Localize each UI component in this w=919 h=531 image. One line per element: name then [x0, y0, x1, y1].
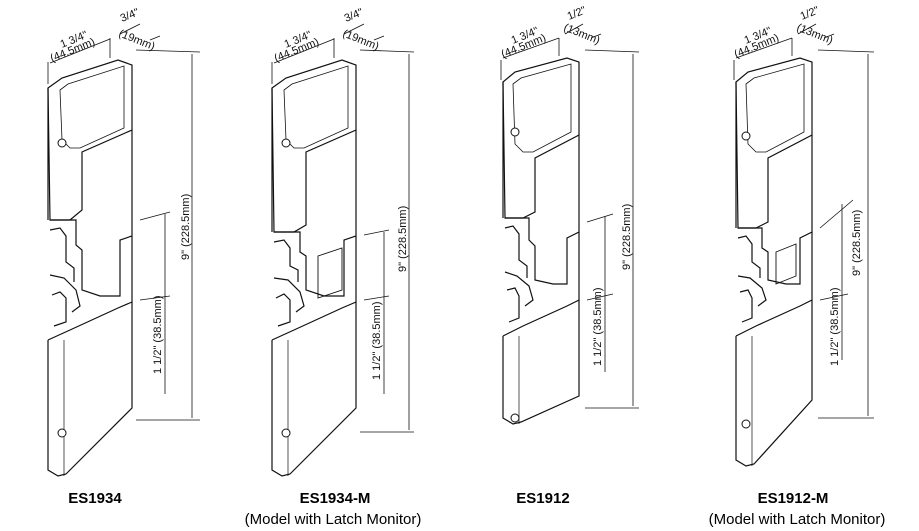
depth-dim-mm: (19mm) [117, 28, 157, 53]
dimension-lines [271, 23, 415, 433]
height-dim: 9" (228.5mm) [621, 204, 633, 270]
height-dim: 9" (228.5mm) [397, 206, 409, 272]
depth-dim: 3/4" [343, 6, 365, 24]
strike-es1912-m: 1 3/4" (44.5mm) 1/2" (13mm) 9" (228.5mm)… [733, 4, 875, 467]
mounting-screws [741, 131, 751, 429]
depth-dim: 1/2" [566, 4, 588, 22]
model-label-es1934: ES1934 [68, 490, 122, 507]
model-label-es1912-m: ES1912-M [757, 490, 829, 507]
depth-dim: 1/2" [799, 4, 821, 22]
lip-dim: 1 1/2" (38.5mm) [829, 288, 841, 367]
lip-dim: 1 1/2" (38.5mm) [371, 302, 383, 381]
dimension-lines [47, 23, 201, 421]
dimension-lines [733, 23, 875, 419]
lip-dim: 1 1/2" (38.5mm) [592, 288, 604, 367]
subtitle-es1912-m: (Model with Latch Monitor) [708, 511, 886, 528]
strike-body [271, 59, 357, 477]
model-label-es1912: ES1912 [516, 490, 570, 507]
height-dim: 9" (228.5mm) [851, 210, 863, 276]
dimension-lines [500, 23, 640, 409]
strike-body [735, 57, 813, 467]
mounting-screws [510, 127, 520, 423]
lip-dim: 1 1/2" (38.5mm) [152, 296, 164, 375]
model-label-es1934-m: ES1934-M [299, 490, 371, 507]
mounting-screws [281, 138, 291, 438]
depth-dim: 3/4" [119, 6, 141, 24]
depth-dim-mm: (13mm) [562, 22, 602, 47]
strike-es1912: 1 3/4" (44.5mm) 1/2" (13mm) 9" (228.5mm)… [500, 4, 640, 425]
strike-body [47, 59, 133, 477]
height-dim: 9" (228.5mm) [180, 194, 192, 260]
depth-dim-mm: (13mm) [795, 22, 835, 47]
depth-dim-mm: (19mm) [341, 28, 381, 53]
strike-es1934-m: 1 3/4" (44.5mm) 3/4" (19mm) 9" (228.5mm)… [271, 6, 415, 477]
mounting-screws [57, 138, 67, 438]
strike-body [502, 57, 580, 425]
strike-es1934: 1 3/4" (44.5mm) 3/4" (19mm) 9" (228.5mm)… [47, 6, 201, 477]
subtitle-es1934-m: (Model with Latch Monitor) [244, 511, 422, 528]
